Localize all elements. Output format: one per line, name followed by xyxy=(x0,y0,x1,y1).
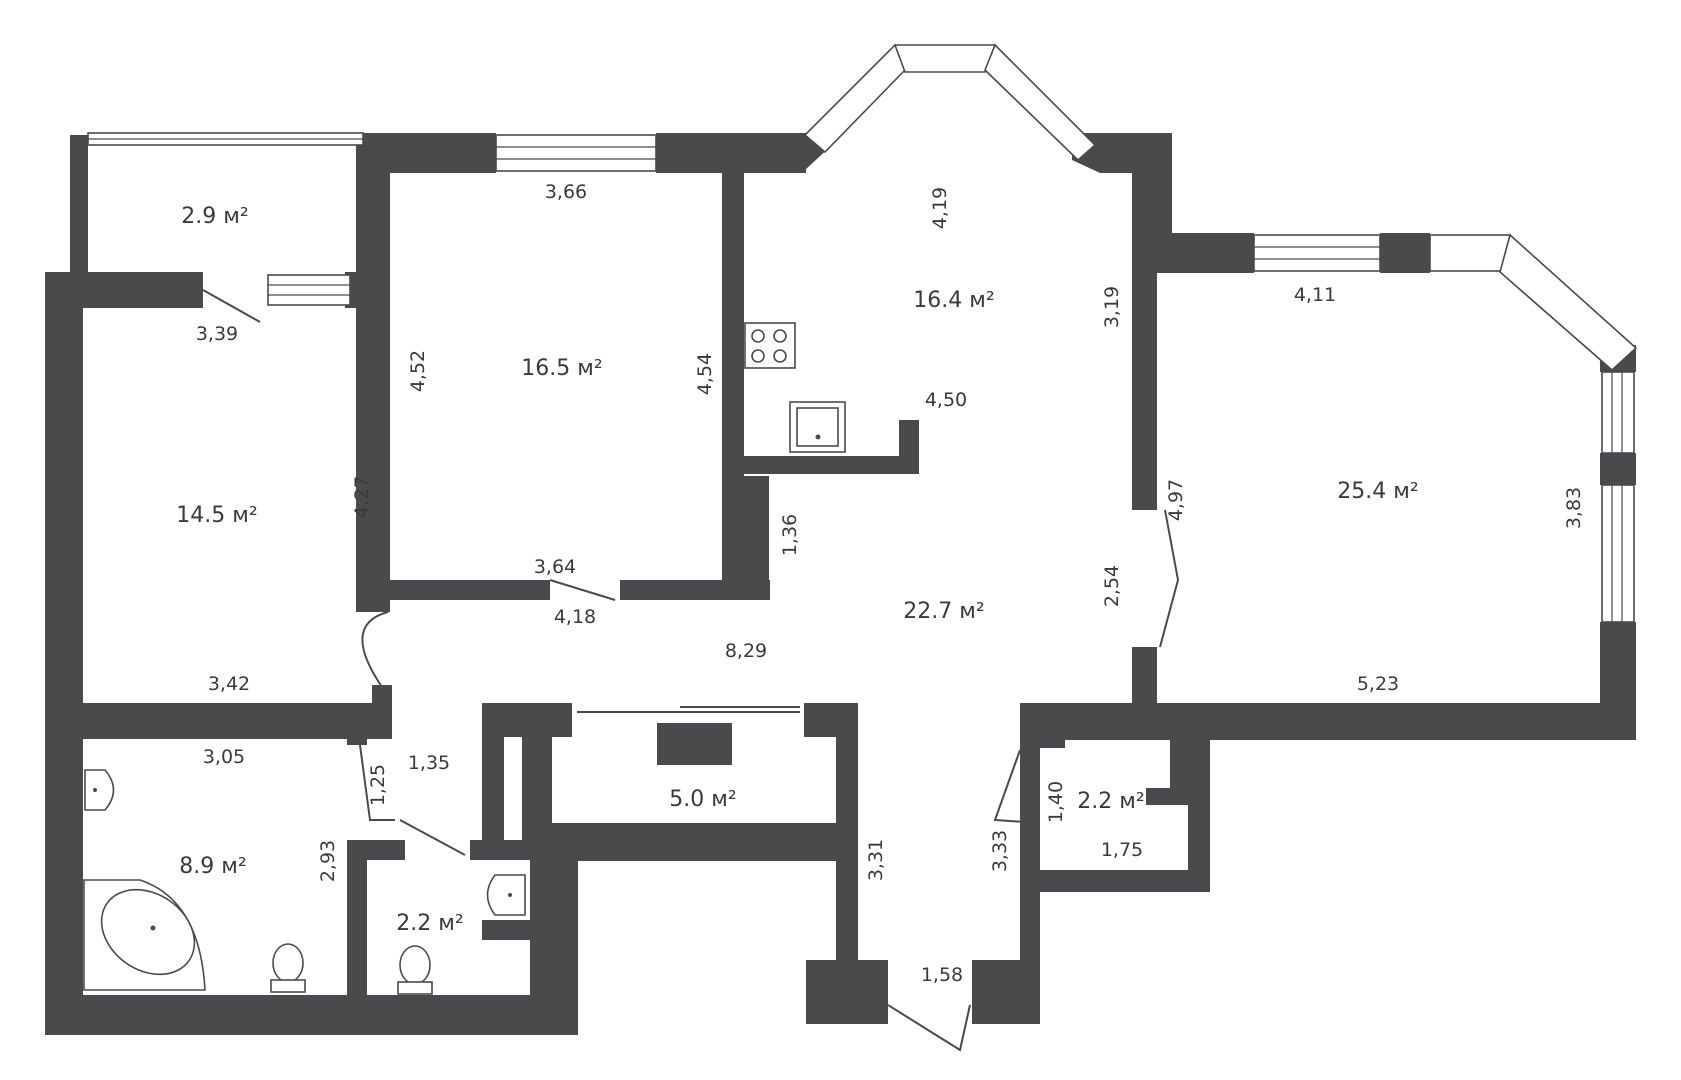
corner-bathtub-icon xyxy=(83,879,206,991)
dimension-labels: 3,66 4,19 4,11 3,39 4,52 4,54 3,19 4,50 … xyxy=(196,181,1585,986)
dim-366: 3,66 xyxy=(545,181,587,203)
area-labels: 2.9 м² 16.5 м² 16.4 м² 25.4 м² 14.5 м² 2… xyxy=(176,204,1418,936)
area-living-room: 25.4 м² xyxy=(1337,479,1418,504)
toilet-icon-wc xyxy=(397,945,433,995)
dim-293: 2,93 xyxy=(317,840,339,882)
dim-331: 3,31 xyxy=(865,839,887,881)
dim-497: 4,97 xyxy=(1165,479,1187,521)
kitchen-sink-icon xyxy=(789,401,846,453)
dim-364: 3,64 xyxy=(534,556,576,578)
dim-452: 4,52 xyxy=(407,350,429,392)
dim-319: 3,19 xyxy=(1101,286,1123,328)
dim-411: 4,11 xyxy=(1294,284,1336,306)
dim-427: 4,27 xyxy=(351,476,373,518)
area-kitchen: 16.4 м² xyxy=(913,288,994,313)
walls xyxy=(45,133,1636,1035)
dim-419: 4,19 xyxy=(929,187,951,229)
dim-523: 5,23 xyxy=(1357,673,1399,695)
area-room-top-middle: 16.5 м² xyxy=(521,356,602,381)
stove-icon xyxy=(744,322,796,369)
dim-136: 1,36 xyxy=(779,514,801,556)
dim-342: 3,42 xyxy=(208,673,250,695)
dim-125: 1,25 xyxy=(367,764,389,806)
wardrobe-block xyxy=(657,723,732,765)
windows xyxy=(87,43,1638,623)
dim-333: 3,33 xyxy=(989,830,1011,872)
dim-158: 1,58 xyxy=(921,964,963,986)
dim-418: 4,18 xyxy=(554,606,596,628)
area-wardrobe: 5.0 м² xyxy=(669,787,736,812)
wc-sink-icon xyxy=(486,874,526,916)
dim-254: 2,54 xyxy=(1101,565,1123,607)
dim-135: 1,35 xyxy=(408,752,450,774)
dim-339: 3,39 xyxy=(196,323,238,345)
fixtures xyxy=(83,322,846,995)
dim-383: 3,83 xyxy=(1563,487,1585,529)
dim-140: 1,40 xyxy=(1045,781,1067,823)
area-bathroom: 8.9 м² xyxy=(179,854,246,879)
area-toilet: 2.2 м² xyxy=(396,911,463,936)
area-hall: 22.7 м² xyxy=(903,599,984,624)
dim-829: 8,29 xyxy=(725,640,767,662)
dim-454: 4,54 xyxy=(694,353,716,395)
area-bedroom-left: 14.5 м² xyxy=(176,503,257,528)
bathroom-sink-icon xyxy=(84,769,115,811)
dim-450: 4,50 xyxy=(925,389,967,411)
area-storage-right: 2.2 м² xyxy=(1077,789,1144,814)
dim-175: 1,75 xyxy=(1101,839,1143,861)
dim-305: 3,05 xyxy=(203,746,245,768)
toilet-icon-bathroom xyxy=(270,943,306,993)
doors xyxy=(202,289,1180,1052)
area-balcony: 2.9 м² xyxy=(181,204,248,229)
